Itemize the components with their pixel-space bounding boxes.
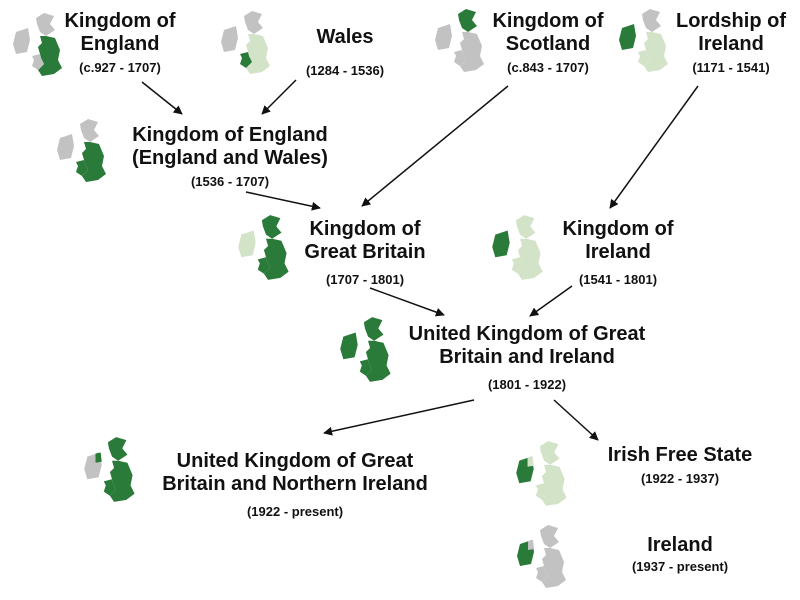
node-dates: (1171 - 1541) (692, 60, 770, 75)
node-uk-great-britain-and-ireland: United Kingdom of Great Britain and Irel… (384, 323, 670, 393)
node-dates: (c.843 - 1707) (507, 60, 589, 75)
uk-map-england-wales-highlighted-icon (57, 119, 106, 182)
node-title-line2: Scotland (505, 33, 591, 55)
uk-map-wales-highlighted-icon (221, 11, 270, 74)
node-title-line2: (England and Wales) (132, 147, 328, 169)
node-wales: Wales (1284 - 1536) (280, 26, 410, 79)
node-title-line2: Ireland (585, 241, 651, 263)
node-title-line1: United Kingdom of Great (176, 450, 414, 472)
uk-map-ireland-highlighted-icon (492, 215, 543, 280)
node-title-line2: Great Britain (304, 241, 426, 263)
node-kingdom-of-great-britain: Kingdom of Great Britain (1707 - 1801) (290, 218, 440, 288)
uk-map-scotland-highlighted-icon (435, 9, 484, 72)
node-kingdom-of-ireland: Kingdom of Ireland (1541 - 1801) (548, 218, 688, 288)
node-title-line2: Britain and Ireland (439, 346, 615, 368)
node-lordship-of-ireland: Lordship of Ireland (1171 - 1541) (664, 10, 798, 76)
uk-map-ireland-free-state-highlighted-icon (516, 441, 567, 506)
node-title-line2: Ireland (698, 33, 764, 55)
node-dates: (1284 - 1536) (305, 63, 385, 78)
node-dates: (1922 - present) (246, 504, 344, 519)
arrow-england-wales-to-great-britain (245, 191, 321, 211)
node-title-line1: Kingdom of England (132, 124, 328, 146)
node-kingdom-of-england: Kingdom of England (c.927 - 1707) (60, 10, 180, 76)
arrow-scotland-to-great-britain (361, 85, 509, 207)
uk-map-all-highlighted-icon (340, 317, 391, 382)
node-dates: (1801 - 1922) (487, 377, 567, 392)
node-dates: (1707 - 1801) (325, 272, 405, 287)
uk-map-ireland-highlighted-icon (619, 9, 668, 72)
node-title-line1: United Kingdom of Great (408, 323, 646, 345)
node-uk-great-britain-and-northern-ireland: United Kingdom of Great Britain and Nort… (140, 450, 450, 520)
node-title-line1: Kingdom of (492, 10, 604, 32)
node-title-line1: Wales (316, 26, 374, 48)
node-title-line1: Kingdom of (562, 218, 674, 240)
uk-map-gb-ni-highlighted-icon (84, 437, 135, 502)
node-dates: (1536 - 1707) (190, 174, 270, 189)
node-dates: (1922 - 1937) (640, 471, 720, 486)
arrow-uk-to-irish-free-state (553, 399, 599, 441)
uk-map-great-britain-highlighted-icon (238, 215, 289, 280)
node-title-line2: Britain and Northern Ireland (162, 473, 428, 495)
node-title-line1: Ireland (647, 534, 713, 556)
arrow-uk-to-uk-ni (323, 399, 475, 436)
arrow-lordship-ireland-to-kingdom-ireland (609, 85, 699, 209)
node-dates: (1541 - 1801) (578, 272, 658, 287)
node-kingdom-of-scotland: Kingdom of Scotland (c.843 - 1707) (480, 10, 616, 76)
uk-map-england-highlighted-icon (13, 13, 62, 76)
node-dates: (1937 - present) (631, 559, 729, 574)
node-kingdom-of-england-and-wales: Kingdom of England (England and Wales) (… (110, 124, 350, 190)
node-irish-free-state: Irish Free State (1922 - 1937) (590, 444, 770, 487)
node-title-line1: Lordship of (676, 10, 786, 32)
arrow-england-to-england-wales (141, 81, 183, 115)
node-title-line1: Kingdom of (309, 218, 421, 240)
node-title-line1: Irish Free State (607, 444, 753, 466)
arrow-kingdom-ireland-to-uk (529, 285, 573, 317)
arrow-wales-to-england-wales (261, 79, 297, 115)
node-ireland: Ireland (1937 - present) (610, 534, 750, 575)
node-dates: (c.927 - 1707) (79, 60, 161, 75)
node-title-line1: Kingdom of (64, 10, 176, 32)
uk-map-ireland-highlighted-icon (517, 525, 566, 588)
arrow-great-britain-to-uk (369, 287, 445, 317)
node-title-line2: England (80, 33, 160, 55)
